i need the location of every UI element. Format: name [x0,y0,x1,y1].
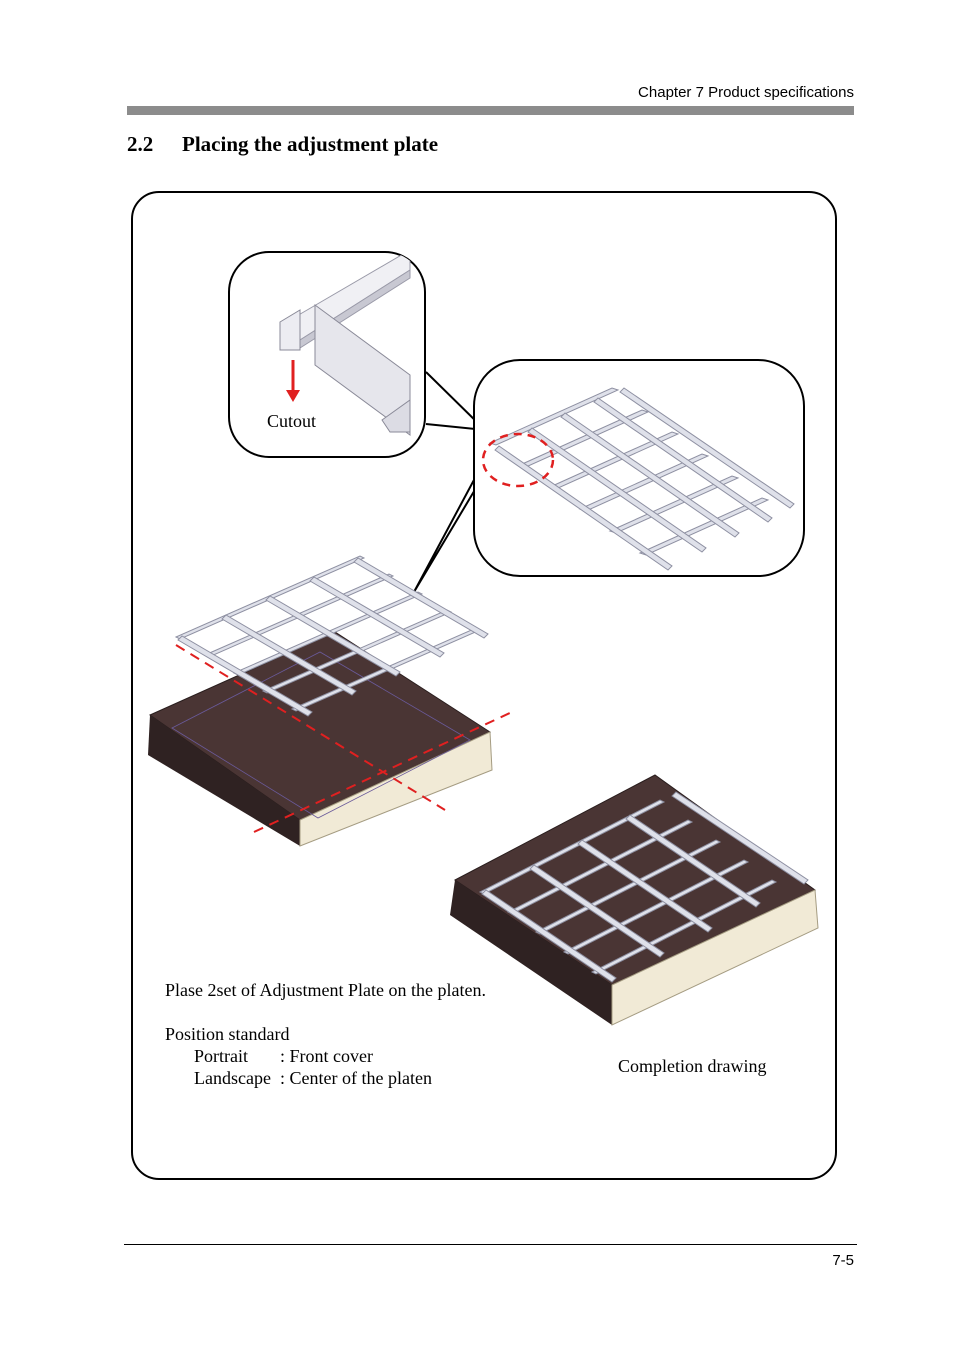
section-title: Placing the adjustment plate [182,132,439,156]
platen-exploded-drawing [148,555,513,847]
instruction-text: Plase 2set of Adjustment Plate on the pl… [165,980,486,1000]
position-standard-heading: Position standard [165,1024,290,1044]
platen-completed-drawing [450,774,819,1026]
portrait-value: : Front cover [280,1046,373,1066]
completion-drawing-label: Completion drawing [618,1056,767,1076]
footer-rule [124,1244,857,1245]
cutout-highlight-circle [481,432,555,488]
grid-detail-callout [413,359,805,593]
page-number: 7-5 [832,1252,854,1269]
section-number: 2.2 [127,132,154,156]
landscape-label: Landscape [194,1068,271,1088]
plate-closeup-drawing [279,252,411,436]
portrait-label: Portrait [194,1046,248,1066]
cutout-label: Cutout [267,411,317,431]
cutout-detail-callout [228,251,488,458]
figure-frame [131,191,837,1180]
landscape-value: : Center of the platen [280,1068,432,1088]
chapter-header: Chapter 7 Product specifications [638,84,854,101]
header-rule [127,106,854,115]
